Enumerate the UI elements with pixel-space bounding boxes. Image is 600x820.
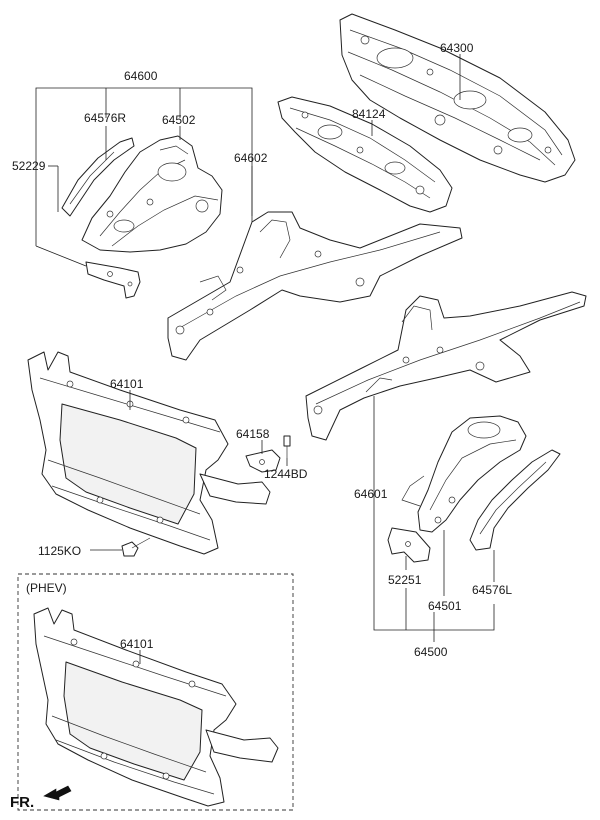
front-arrow-icon [43, 785, 72, 801]
leader-lines [35, 54, 495, 664]
label-52251: 52251 [388, 573, 422, 587]
label-64502: 64502 [162, 113, 196, 127]
label-84124: 84124 [352, 107, 386, 121]
apron-64501 [401, 415, 527, 533]
dash-insulator-84124 [277, 96, 453, 213]
label-64601: 64601 [354, 487, 388, 501]
side-member-64602 [167, 211, 463, 361]
bracket-64158 [245, 449, 281, 473]
label-1125KO: 1125KO [38, 544, 81, 558]
radiator-support-64101-phev [33, 607, 279, 807]
bracket-52251 [387, 527, 431, 563]
phev-title: (PHEV) [26, 581, 67, 595]
label-64602: 64602 [234, 151, 268, 165]
bracket-52229 [85, 261, 141, 299]
label-52229: 52229 [12, 159, 46, 173]
label-64576L: 64576L [472, 583, 512, 597]
label-64101-phev: 64101 [120, 637, 154, 651]
bolt-1244BD [283, 435, 291, 458]
part-labels: 64600 64576R 64502 52229 64602 64300 841… [12, 41, 512, 659]
side-member-64601 [305, 291, 587, 441]
dash-panel-64300 [339, 13, 576, 183]
apron-64502 [81, 135, 223, 253]
label-1244BD: 1244BD [264, 467, 308, 481]
label-64600: 64600 [124, 69, 158, 83]
front-direction-indicator: FR. [10, 785, 72, 811]
phev-variant-box [17, 573, 294, 811]
label-64158: 64158 [236, 427, 270, 441]
label-64576R: 64576R [84, 111, 126, 125]
label-64501: 64501 [428, 599, 462, 613]
label-64500: 64500 [414, 645, 448, 659]
front-label: FR. [10, 794, 34, 811]
radiator-support-64101 [27, 351, 271, 555]
wheel-house-strip-64576L [469, 449, 561, 551]
label-64101: 64101 [110, 377, 144, 391]
bolt-1125KO [121, 537, 151, 557]
label-64300: 64300 [440, 41, 474, 55]
